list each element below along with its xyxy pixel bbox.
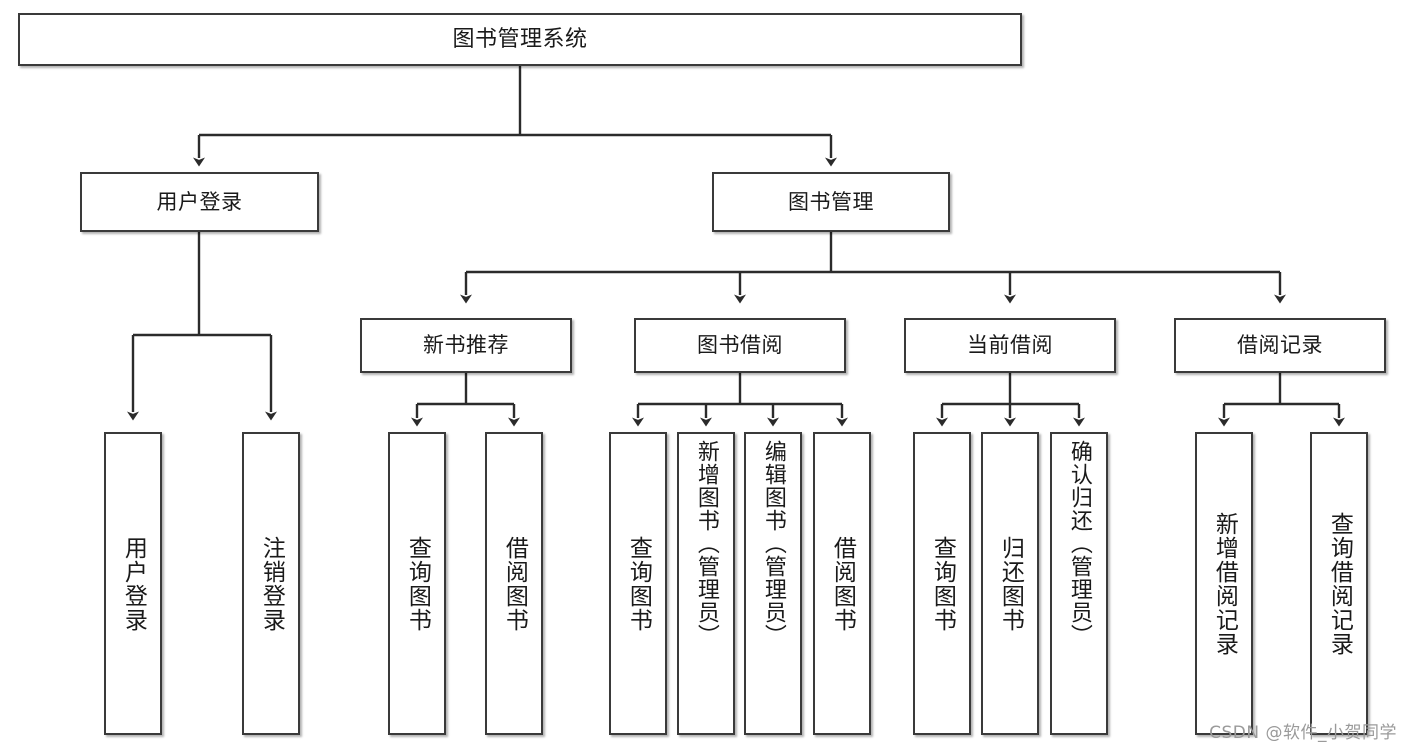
- node-label: 新增图书（管理员）: [693, 440, 719, 647]
- leaf-edit-book[interactable]: 编辑图书（管理员）: [744, 432, 802, 735]
- node-current-borrow[interactable]: 当前借阅: [904, 318, 1116, 373]
- node-label: 用户登录: [120, 535, 147, 632]
- node-label: 注销登录: [258, 535, 285, 632]
- leaf-add-record[interactable]: 新增借阅记录: [1195, 432, 1253, 735]
- node-user-login[interactable]: 用户登录: [80, 172, 319, 232]
- csdn-watermark: CSDN @软件_小贺同学: [1209, 723, 1397, 743]
- node-label: 归还图书: [997, 535, 1024, 632]
- leaf-query-record[interactable]: 查询借阅记录: [1310, 432, 1368, 735]
- leaf-query-book-2[interactable]: 查询图书: [609, 432, 667, 735]
- node-label: 新书推荐: [423, 333, 509, 358]
- node-label: 借阅图书: [829, 535, 856, 632]
- node-label: 当前借阅: [967, 333, 1053, 358]
- leaf-borrow-book-1[interactable]: 借阅图书: [485, 432, 543, 735]
- node-book-borrow[interactable]: 图书借阅: [634, 318, 846, 373]
- node-label: 借阅图书: [501, 535, 528, 632]
- leaf-return-book[interactable]: 归还图书: [981, 432, 1039, 735]
- node-label: 查询图书: [929, 535, 956, 632]
- leaf-user-login[interactable]: 用户登录: [104, 432, 162, 735]
- node-label: 用户登录: [156, 189, 243, 214]
- leaf-confirm-return[interactable]: 确认归还（管理员）: [1050, 432, 1108, 735]
- node-label: 图书管理系统: [452, 26, 588, 52]
- node-root-system[interactable]: 图书管理系统: [18, 13, 1022, 66]
- leaf-borrow-book-2[interactable]: 借阅图书: [813, 432, 871, 735]
- node-label: 编辑图书（管理员）: [760, 440, 786, 647]
- node-label: 借阅记录: [1237, 333, 1323, 358]
- node-label: 图书借阅: [697, 333, 783, 358]
- node-book-manage[interactable]: 图书管理: [712, 172, 950, 232]
- node-label: 新增借阅记录: [1211, 511, 1238, 656]
- node-label: 确认归还（管理员）: [1066, 440, 1092, 647]
- node-label: 查询借阅记录: [1326, 511, 1353, 656]
- node-borrow-record[interactable]: 借阅记录: [1174, 318, 1386, 373]
- leaf-query-book-3[interactable]: 查询图书: [913, 432, 971, 735]
- node-label: 查询图书: [625, 535, 652, 632]
- node-label: 图书管理: [788, 189, 874, 214]
- node-label: 查询图书: [404, 535, 431, 632]
- node-new-book-rec[interactable]: 新书推荐: [360, 318, 572, 373]
- leaf-add-book[interactable]: 新增图书（管理员）: [677, 432, 735, 735]
- leaf-query-book-1[interactable]: 查询图书: [388, 432, 446, 735]
- leaf-logout[interactable]: 注销登录: [242, 432, 300, 735]
